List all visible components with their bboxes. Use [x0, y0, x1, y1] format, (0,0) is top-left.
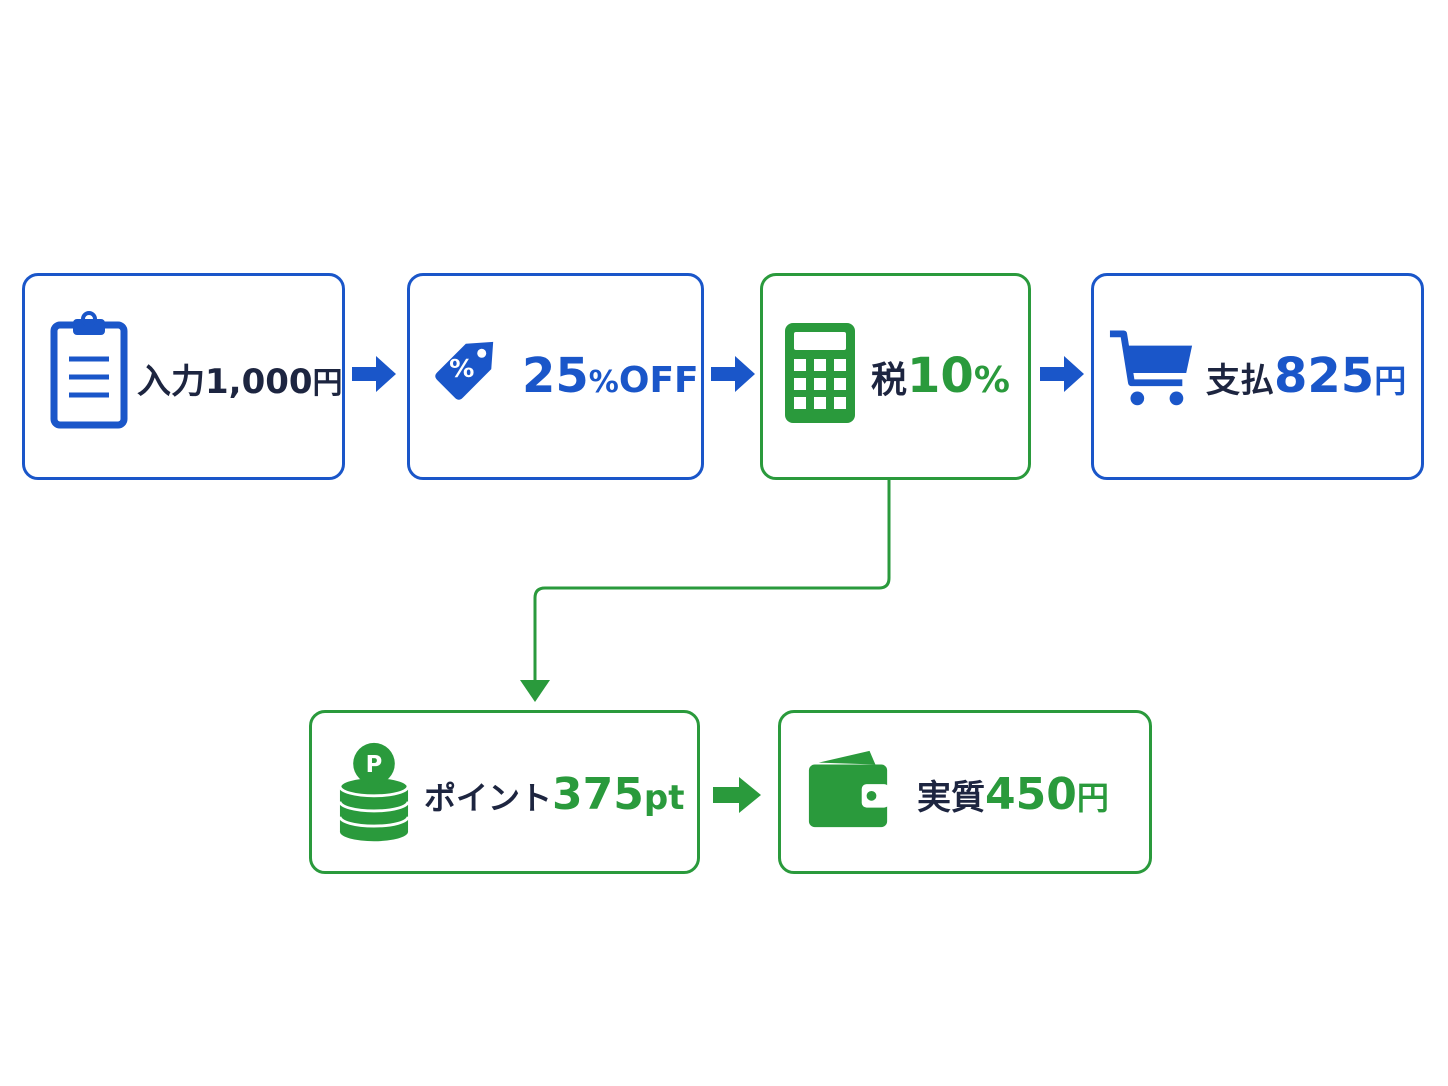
- step-input-value: 1,000: [205, 362, 313, 402]
- step-effective-value: 450: [985, 769, 1077, 820]
- step-points-label: ポイント 375 pt: [424, 769, 684, 820]
- step-tax-text: 税: [871, 360, 908, 401]
- arrow-right-icon: [1040, 356, 1084, 392]
- step-tax-unit: %: [973, 360, 1010, 401]
- step-payment-value: 825: [1274, 348, 1375, 404]
- point-coins-icon: P: [338, 742, 410, 842]
- step-payment-unit: 円: [1374, 362, 1407, 400]
- svg-text:%: %: [449, 354, 474, 383]
- svg-text:P: P: [366, 752, 383, 778]
- step-points-text: ポイント: [424, 779, 553, 817]
- step-tax-box: 税 10 %: [760, 273, 1031, 480]
- step-points-unit: pt: [643, 778, 685, 818]
- step-points-box: P ポイント 375 pt: [309, 710, 700, 874]
- arrow-right-icon: [352, 356, 396, 392]
- shopping-cart-icon: [1109, 330, 1193, 406]
- wallet-icon: [808, 750, 890, 828]
- step-discount-unit: %: [588, 365, 619, 400]
- step-input-unit: 円: [312, 366, 343, 401]
- step-discount-label: 25 % OFF: [522, 348, 699, 404]
- arrow-right-icon: [713, 777, 761, 813]
- step-payment-box: 支払 825 円: [1091, 273, 1424, 480]
- calculator-icon: [785, 323, 855, 423]
- step-discount-suffix: OFF: [618, 360, 699, 401]
- arrow-right-icon: [711, 356, 755, 392]
- price-tag-icon: %: [435, 341, 494, 400]
- step-input-box: 入力 1,000 円: [22, 273, 345, 480]
- step-tax-label: 税 10 %: [871, 348, 1010, 404]
- step-payment-text: 支払: [1206, 361, 1274, 401]
- step-effective-unit: 円: [1076, 779, 1109, 817]
- step-tax-value: 10: [907, 348, 974, 404]
- clipboard-icon: [50, 311, 128, 429]
- step-input-text: 入力: [137, 362, 205, 402]
- step-effective-text: 実質: [917, 778, 985, 818]
- step-payment-label: 支払 825 円: [1206, 348, 1406, 404]
- step-input-label: 入力 1,000 円: [137, 354, 343, 403]
- step-effective-label: 実質 450 円: [917, 769, 1109, 820]
- step-discount-box: % 25 % OFF: [407, 273, 704, 480]
- step-effective-box: 実質 450 円: [778, 710, 1152, 874]
- step-discount-value: 25: [522, 348, 589, 404]
- step-points-value: 375: [552, 769, 644, 820]
